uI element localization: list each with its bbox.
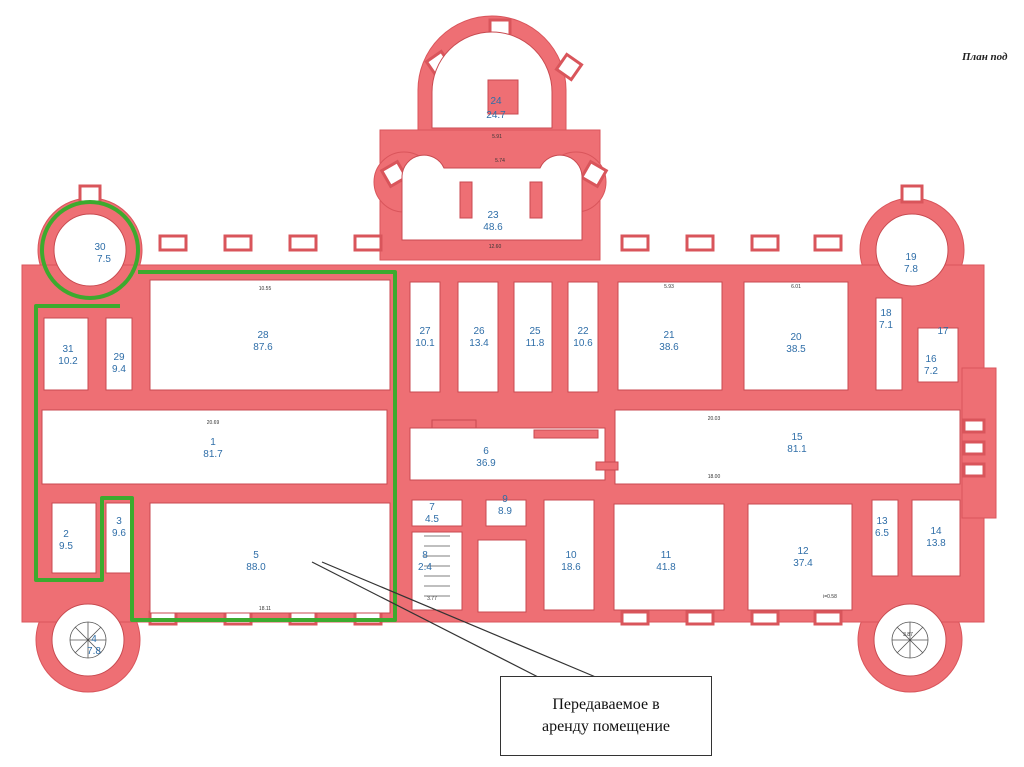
room-area: 7.8: [87, 646, 101, 657]
room-area: 9.4: [112, 364, 126, 375]
room-label: 17: [937, 326, 949, 337]
room-label: 25: [529, 326, 541, 337]
room-area: 10.2: [58, 356, 78, 367]
room-area: 9.5: [59, 541, 73, 552]
room-area: 13.4: [469, 338, 489, 349]
room-label: 1: [210, 437, 216, 448]
room-label: 3: [116, 516, 122, 527]
dimension-note: i=0.58: [823, 594, 837, 600]
room-area: 38.6: [659, 342, 679, 353]
dimension-label: 5.74: [495, 158, 505, 164]
room-label: 27: [419, 326, 431, 337]
room-label: 30: [94, 242, 106, 253]
room-labels: 1 81.7 2 9.5 3 9.6 4 7.8 5 88.0 6 36.9 7…: [58, 96, 949, 657]
room-label: 10: [565, 550, 577, 561]
dimension-label: 20.03: [708, 416, 721, 422]
plan-title: План под: [961, 51, 1008, 63]
dimension-label: 6.01: [791, 284, 801, 290]
room-label: 6: [483, 446, 489, 457]
room-area: 10.1: [415, 338, 435, 349]
dimension-annotations: 20.69 12.60 10.55 5.74 5.91 20.03 18.00 …: [207, 134, 913, 638]
dimension-label: 5.91: [492, 134, 502, 140]
room-label: 24: [490, 96, 502, 107]
room-label: 23: [487, 210, 499, 221]
room-label: 29: [113, 352, 125, 363]
room-area: 7.1: [879, 320, 893, 331]
room-label: 15: [791, 432, 803, 443]
room-label: 7: [429, 502, 435, 513]
room-label: 21: [663, 330, 675, 341]
room-label: 16: [925, 354, 937, 365]
room-area: 36.9: [476, 458, 496, 469]
room-area: 6.5: [875, 528, 889, 539]
room-label: 20: [790, 332, 802, 343]
room-area: 9.6: [112, 528, 126, 539]
room-area: 48.6: [483, 222, 503, 233]
dimension-label: 5.93: [664, 284, 674, 290]
dimension-label: 12.60: [489, 244, 502, 250]
room-area: 87.6: [253, 342, 273, 353]
room-area: 7.2: [924, 366, 938, 377]
room-label: 18: [880, 308, 892, 319]
room-area: 37.4: [793, 558, 813, 569]
room-area: 13.8: [926, 538, 946, 549]
dimension-label: 20.69: [207, 420, 220, 426]
dimension-label: 3.87: [903, 632, 913, 638]
room-area: 10.6: [573, 338, 593, 349]
room-label: 14: [930, 526, 942, 537]
rental-area-outline: [34, 200, 397, 622]
room-label: 12: [797, 546, 809, 557]
room-label: 9: [502, 494, 508, 505]
room-label: 4: [91, 634, 97, 645]
room-label: 26: [473, 326, 485, 337]
room-label: 5: [253, 550, 259, 561]
room-label: 11: [661, 550, 672, 561]
room-area: 2.4: [418, 562, 432, 573]
room-label: 13: [876, 516, 888, 527]
dimension-label: 3.77: [427, 596, 437, 602]
rooms: [41, 31, 961, 677]
room-area: 88.0: [246, 562, 266, 573]
room-area: 7.5: [97, 254, 111, 265]
room-area: 81.1: [787, 444, 807, 455]
room-area: 4.5: [425, 514, 439, 525]
callout-pointer-lines: [311, 561, 599, 679]
staircases: [69, 535, 929, 659]
room-label: 2: [63, 529, 69, 540]
room-label: 19: [905, 252, 917, 263]
room-label: 31: [62, 344, 74, 355]
dimension-label: 18.00: [708, 474, 721, 480]
room-area: 81.7: [203, 449, 223, 460]
room-area: 41.8: [656, 562, 676, 573]
room-area: 7.8: [904, 264, 918, 275]
room-area: 8.9: [498, 506, 512, 517]
room-area: 24.7: [486, 110, 506, 121]
room-area: 11.8: [526, 338, 545, 349]
room-area: 18.6: [561, 562, 581, 573]
room-label: 28: [257, 330, 269, 341]
room-area: 38.5: [786, 344, 806, 355]
rental-callout-box: Передаваемое в аренду помещение: [500, 676, 712, 756]
room-label: 8: [422, 550, 428, 561]
dimension-label: 10.55: [259, 286, 272, 292]
dimension-label: 18.11: [259, 606, 271, 612]
room-label: 22: [577, 326, 589, 337]
